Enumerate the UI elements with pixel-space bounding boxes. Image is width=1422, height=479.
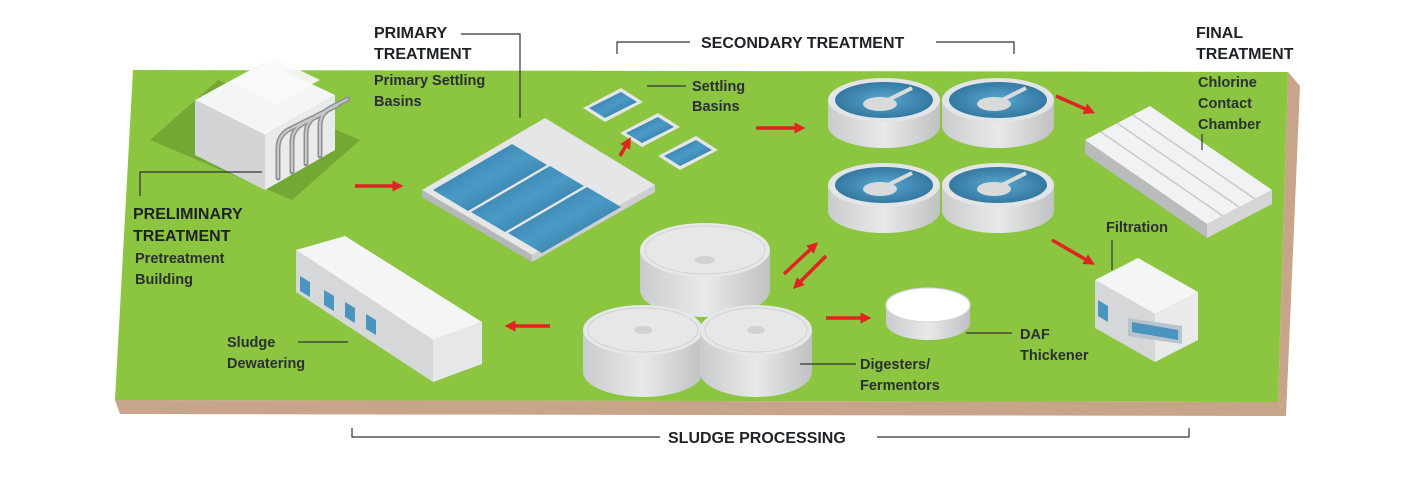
- flow-arrows: [355, 94, 1096, 332]
- secondary-settling-basins: [583, 88, 718, 170]
- arrow-clarifiers-to-filtration: [1051, 238, 1095, 265]
- sludge-dewatering-building: [296, 236, 482, 382]
- final-sub-1: Chlorine: [1198, 75, 1257, 91]
- chlorine-contact-chamber: [1085, 106, 1272, 238]
- arrow-clarifiers-to-chlorine: [1055, 94, 1096, 114]
- daf-thickener: [885, 287, 971, 340]
- primary-sub-2: Basins: [374, 94, 422, 110]
- clarifier-4: [942, 163, 1054, 233]
- daf-label-1: DAF: [1020, 327, 1050, 343]
- filtration-label: Filtration: [1106, 220, 1168, 236]
- final-heading-1: FINAL: [1196, 25, 1243, 42]
- final-heading-2: TREATMENT: [1196, 46, 1294, 63]
- digester-right: [700, 305, 812, 397]
- preliminary-sub-2: Building: [135, 272, 193, 288]
- preliminary-heading-2: TREATMENT: [133, 228, 231, 245]
- dewatering-label-2: Dewatering: [227, 356, 305, 372]
- primary-settling-basins: [422, 118, 655, 262]
- digesters-label-2: Fermentors: [860, 378, 940, 394]
- primary-heading-1: PRIMARY: [374, 25, 448, 42]
- arrow-primary-to-settling: [618, 137, 631, 157]
- digester-left: [583, 305, 703, 397]
- digester-back: [640, 223, 770, 317]
- text-labels: PRIMARY TREATMENT Primary Settling Basin…: [133, 25, 1294, 447]
- clarifier-3: [828, 163, 940, 233]
- digesters: [583, 223, 812, 397]
- settling-label-2: Basins: [692, 99, 740, 115]
- settling-label-1: Settling: [692, 79, 745, 95]
- arrow-digesters-to-clarifiers: [782, 242, 819, 276]
- sludge-processing-heading: SLUDGE PROCESSING: [668, 430, 846, 447]
- digesters-label-1: Digesters/: [860, 357, 930, 373]
- preliminary-heading-1: PRELIMINARY: [133, 206, 243, 223]
- final-sub-2: Contact: [1198, 96, 1252, 112]
- primary-sub-1: Primary Settling: [374, 73, 485, 89]
- daf-label-2: Thickener: [1020, 348, 1089, 364]
- leader-lines: [139, 33, 1203, 438]
- clarifier-2: [942, 78, 1054, 148]
- dewatering-label-1: Sludge: [227, 335, 275, 351]
- clarifier-1: [828, 78, 940, 148]
- final-sub-3: Chamber: [1198, 117, 1261, 133]
- pretreatment-building: [150, 58, 360, 200]
- secondary-heading: SECONDARY TREATMENT: [701, 35, 904, 52]
- preliminary-sub-1: Pretreatment: [135, 251, 225, 267]
- primary-heading-2: TREATMENT: [374, 46, 472, 63]
- arrow-clarifiers-to-digesters: [793, 254, 828, 289]
- clarifier-tanks: [828, 78, 1054, 233]
- filtration-building: [1095, 258, 1198, 362]
